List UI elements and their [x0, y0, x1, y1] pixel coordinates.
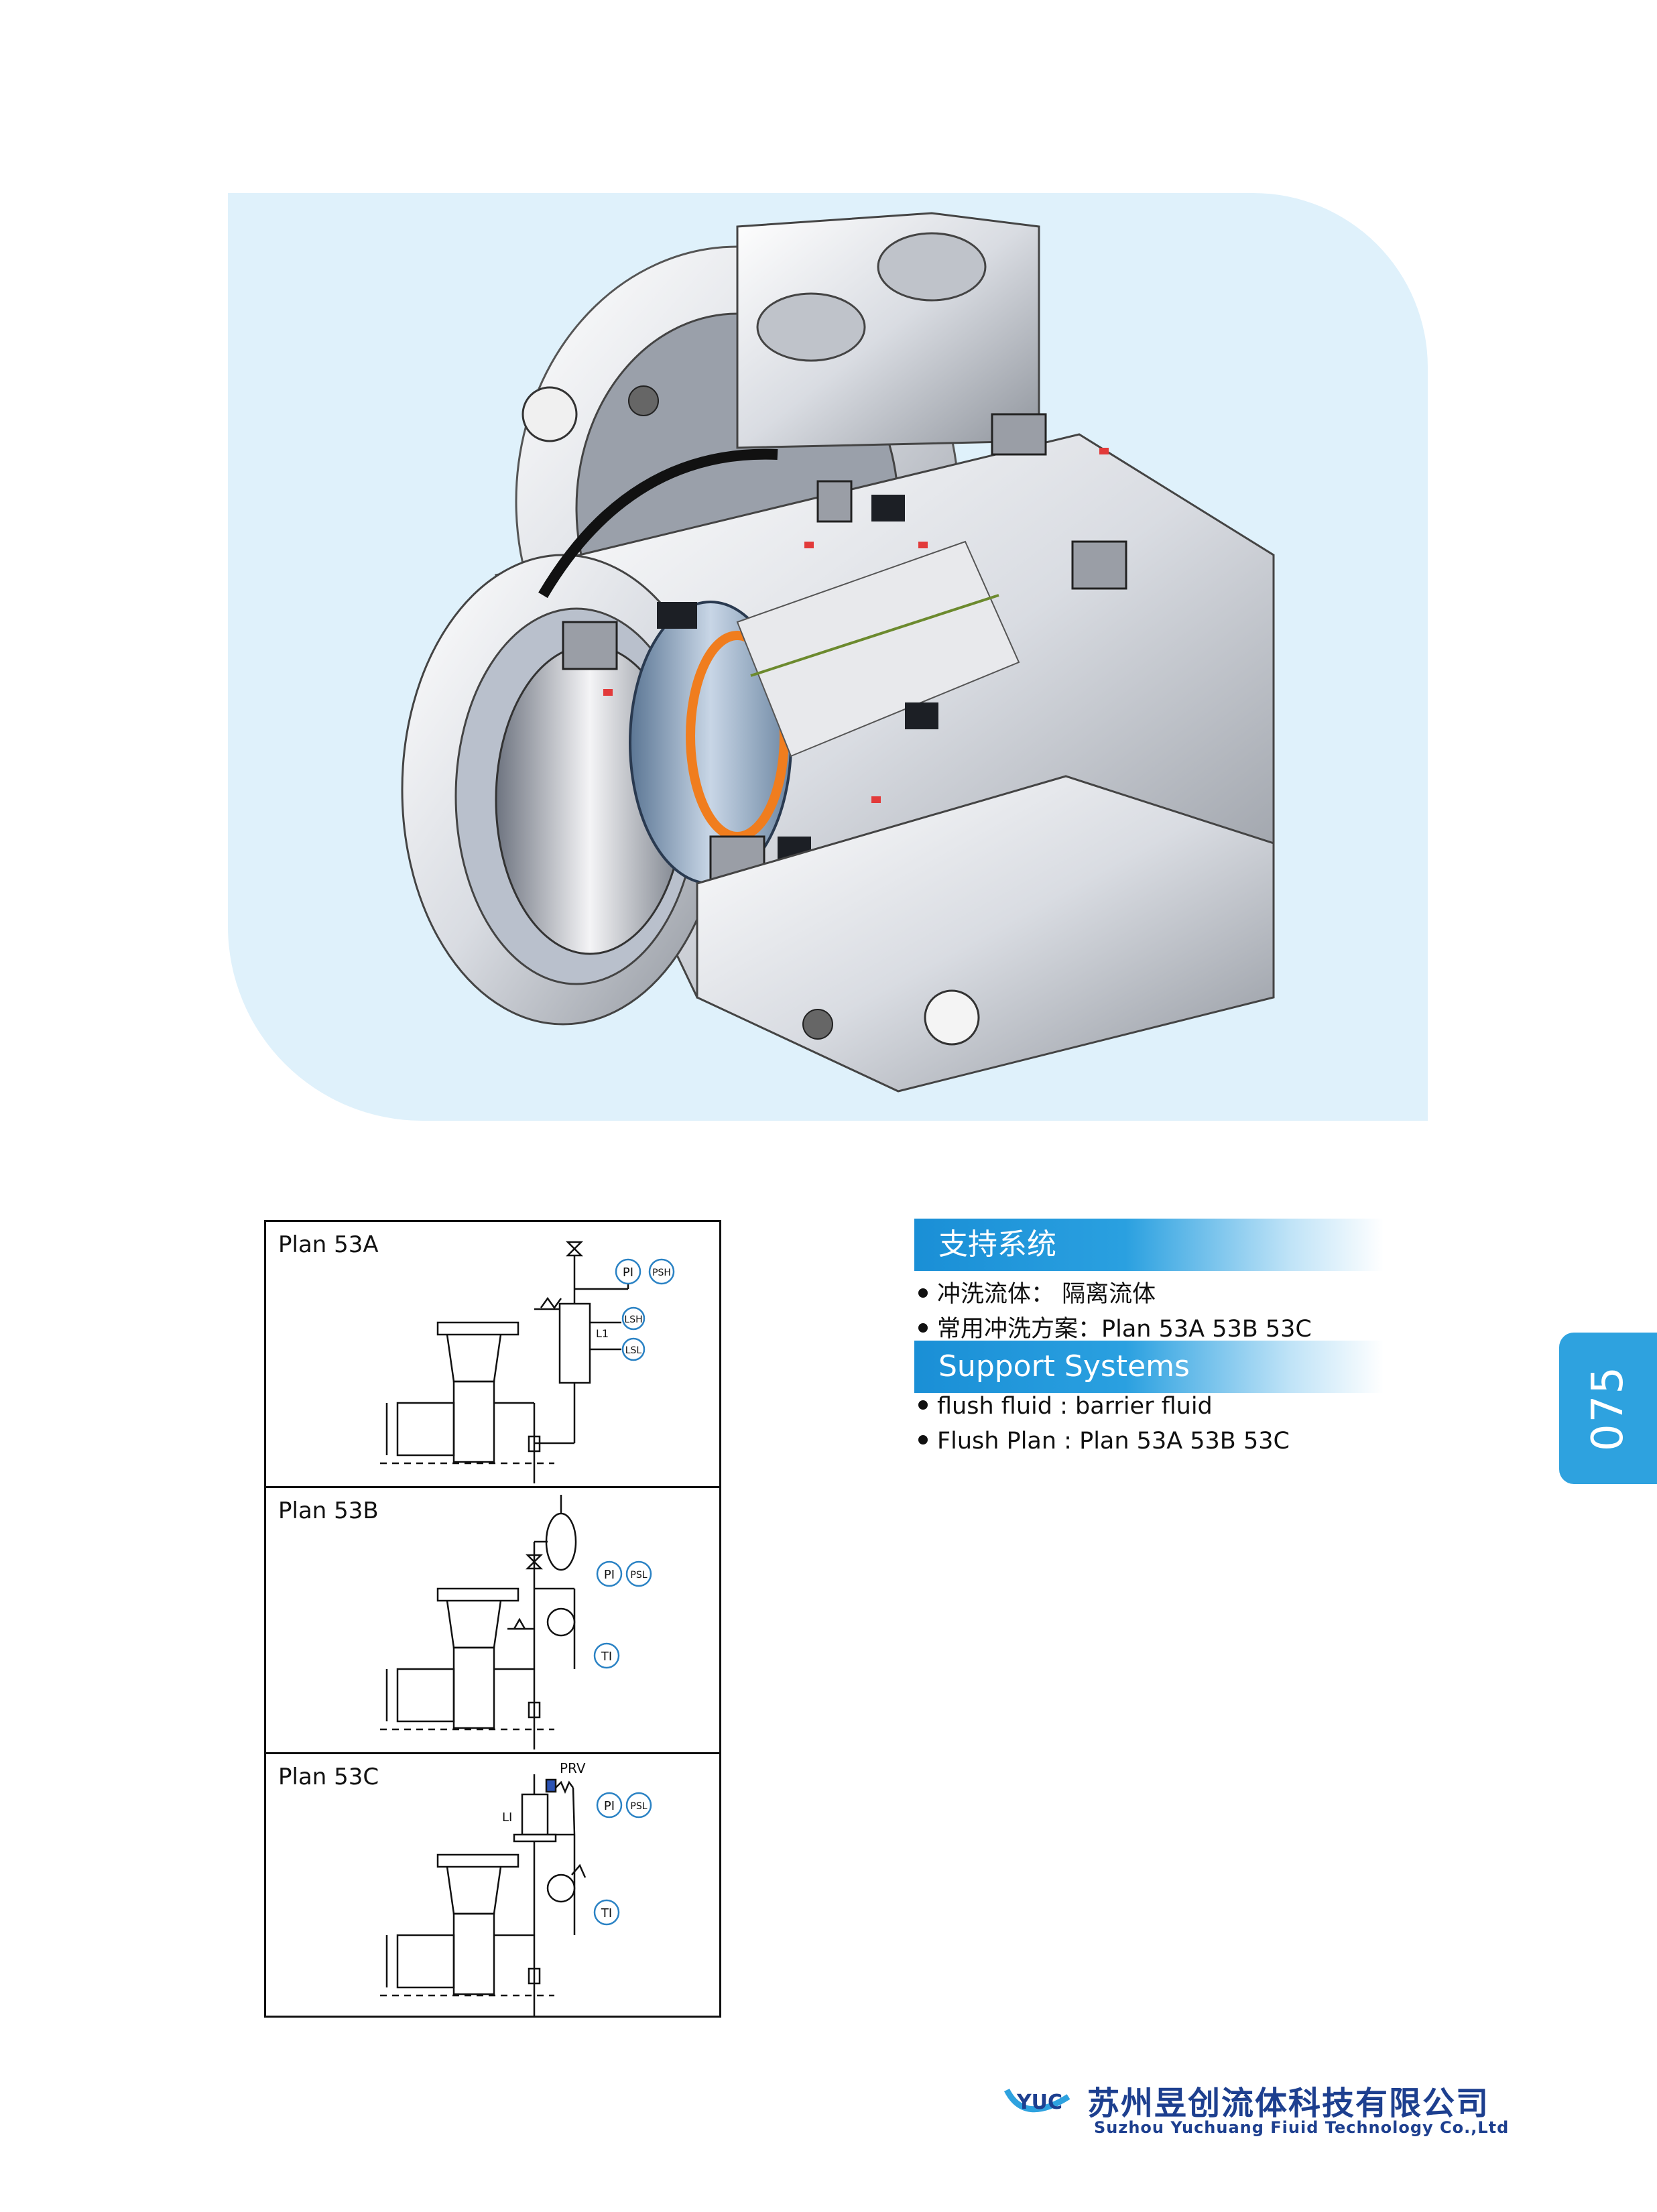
- plan-53b-psl-tag: PSL: [630, 1570, 647, 1581]
- bullet-icon: [918, 1288, 928, 1298]
- company-name-en: Suzhou Yuchuang Fiuid Technology Co.,Ltd: [1094, 2118, 1510, 2137]
- support-cn-item-2: 常用冲洗方案：Plan 53A 53B 53C: [918, 1310, 1312, 1344]
- product-illustration-panel: [228, 193, 1428, 1121]
- page-number-tab: [1559, 1333, 1657, 1484]
- mechanical-seal-cutaway-illustration: [401, 212, 1275, 1093]
- bullet-icon: [918, 1400, 928, 1410]
- plan-53a-level-label: L1: [596, 1327, 609, 1340]
- page-number: 075: [1559, 1333, 1657, 1484]
- support-en-item-1-text: flush fluid : barrier fluid: [937, 1393, 1213, 1420]
- support-cn-item-1: 冲洗流体： 隔离流体: [918, 1275, 1156, 1309]
- plan-53b-ti-tag: TI: [601, 1650, 612, 1664]
- flush-plan-diagrams: Plan 53A: [264, 1220, 721, 2018]
- plan-53c-title: Plan 53C: [278, 1764, 379, 1790]
- plan-53a-panel: Plan 53A: [266, 1222, 719, 1488]
- plan-53a-pi-tag: PI: [623, 1266, 633, 1280]
- support-en-item-2-text: Flush Plan : Plan 53A 53B 53C: [937, 1428, 1290, 1455]
- company-logo: YUC: [1004, 2088, 1070, 2114]
- plan-53c-psl-tag: PSL: [630, 1801, 647, 1812]
- plan-53c-level-label: LI: [502, 1810, 512, 1825]
- plan-53b-title: Plan 53B: [278, 1497, 379, 1524]
- plan-53c-ti-tag: TI: [601, 1906, 612, 1920]
- plan-53a-schematic: PI PSH LSH LSL L1: [380, 1241, 675, 1483]
- support-en-item-2: Flush Plan : Plan 53A 53B 53C: [918, 1428, 1290, 1455]
- plan-53a-lsl-tag: LSL: [625, 1345, 642, 1356]
- company-name-cn: 苏州昱创流体科技有限公司: [1087, 2085, 1490, 2122]
- plan-53a-title: Plan 53A: [278, 1231, 379, 1258]
- svg-text:YUC: YUC: [1016, 2091, 1062, 2114]
- plan-53a-psh-tag: PSH: [652, 1268, 671, 1278]
- plan-53b-pi-tag: PI: [604, 1568, 615, 1582]
- support-cn-item-1-text: 冲洗流体： 隔离流体: [937, 1281, 1156, 1308]
- bullet-icon: [918, 1323, 928, 1333]
- plan-53c-panel: Plan 53C: [266, 1754, 719, 2020]
- plan-53b-panel: Plan 53B: [266, 1488, 719, 1754]
- support-systems-cn-heading: 支持系统: [914, 1219, 1384, 1271]
- plan-53c-schematic: PRV LI PI PSL TI: [380, 1760, 652, 2016]
- plan-53c-pi-tag: PI: [604, 1799, 615, 1813]
- plan-53c-prv-label: PRV: [560, 1760, 586, 1776]
- support-cn-item-2-text: 常用冲洗方案：Plan 53A 53B 53C: [937, 1316, 1312, 1343]
- bullet-icon: [918, 1435, 928, 1445]
- support-systems-en-heading: Support Systems: [914, 1341, 1384, 1393]
- page-number-text: 075: [1583, 1365, 1633, 1452]
- plan-53b-schematic: PI PSL TI: [380, 1495, 652, 1749]
- support-en-item-1: flush fluid : barrier fluid: [918, 1393, 1213, 1420]
- plan-53a-lsh-tag: LSH: [624, 1314, 642, 1325]
